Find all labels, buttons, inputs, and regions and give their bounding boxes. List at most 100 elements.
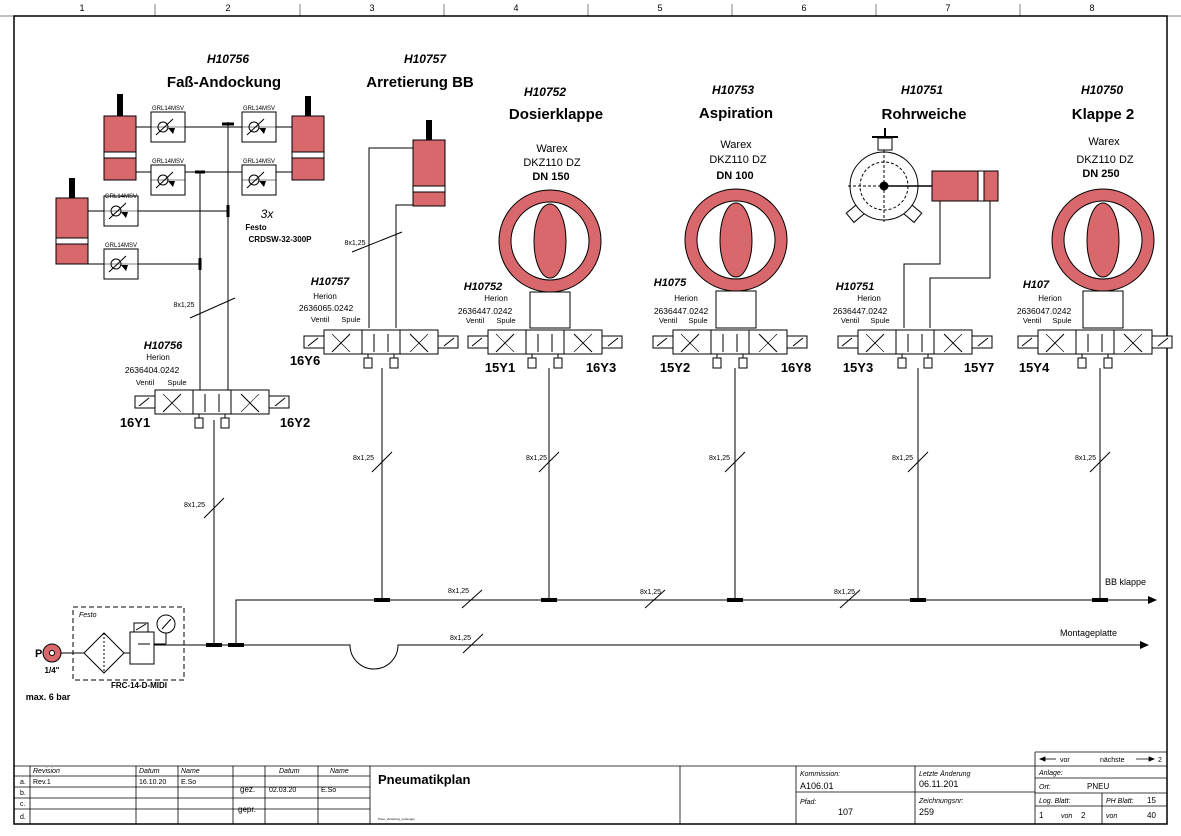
- valve-tag: H10757: [311, 276, 350, 288]
- actuator-model: DKZ110 DZ: [523, 157, 581, 169]
- valve-part: 2636047.0242: [1017, 306, 1072, 316]
- unit-title: Klappe 2: [1072, 106, 1135, 123]
- pipe-label: 8x1,25: [709, 455, 730, 462]
- valve-make: Herion: [313, 292, 337, 301]
- unit-arretierung: H10757 Arretierung BB 8x1,25 H10757 Heri…: [290, 52, 474, 369]
- valve-make: Herion: [857, 294, 881, 303]
- svg-text:Anlage:: Anlage:: [1038, 770, 1063, 777]
- line-label-upper: BB klappe: [1105, 577, 1146, 587]
- air-supply-unit: P 1/4" max. 6 bar Festo FRC-14-D-MIDI: [26, 606, 206, 702]
- actuator-model: DKZ110 DZ: [1076, 154, 1134, 166]
- title-block: [14, 751, 1167, 824]
- svg-text:15: 15: [1147, 796, 1156, 805]
- valve-spule: Spule: [496, 316, 515, 325]
- unit-fass-andockung: H10756 Faß-Andockung GRL14MSV GRL14MSV G…: [55, 52, 325, 645]
- svg-text:E.So: E.So: [181, 779, 196, 786]
- pipe-label: 8x1,25: [448, 588, 469, 595]
- throttle-valve: GRL14MSV: [241, 106, 277, 143]
- coil-label: 16Y2: [280, 415, 310, 430]
- svg-text:06.11.201: 06.11.201: [919, 779, 958, 789]
- pipe-diverter: [845, 128, 934, 224]
- svg-text:Datum: Datum: [279, 768, 300, 775]
- unit-tag: H10751: [901, 83, 943, 97]
- supply-pressure: max. 6 bar: [26, 692, 71, 702]
- throttle-valve: GRL14MSV: [241, 159, 277, 196]
- actuator-model: DKZ110 DZ: [709, 154, 767, 166]
- unit-rohrweiche: H10751 Rohrweiche H10751 Herion 2636447.…: [833, 83, 999, 375]
- svg-text:107: 107: [838, 807, 853, 817]
- column-marker: 3: [369, 3, 374, 13]
- valve-tag: H107: [1023, 279, 1050, 291]
- pipe-label: 8x1,25: [353, 455, 374, 462]
- valve-tag: H1075: [654, 277, 687, 289]
- svg-text:GRL14MSV: GRL14MSV: [105, 243, 137, 249]
- valve-spule: Spule: [167, 378, 186, 387]
- supply-port: P: [35, 648, 42, 660]
- actuator-make: Warex: [720, 139, 752, 151]
- unit-tag: H10750: [1081, 83, 1123, 97]
- valve-ventil: Ventil: [841, 316, 860, 325]
- valve-make: Herion: [674, 294, 698, 303]
- svg-text:Zeichnungsnr:: Zeichnungsnr:: [918, 798, 963, 805]
- throttle-valve: GRL14MSV: [150, 159, 186, 196]
- pipe-label: 8x1,25: [640, 589, 661, 596]
- svg-text:Datum: Datum: [139, 768, 160, 775]
- valve-part: 2636404.0242: [125, 365, 180, 375]
- cylinder: [55, 178, 89, 265]
- column-marker: 5: [657, 3, 662, 13]
- svg-text:gez.: gez.: [240, 785, 255, 794]
- svg-text:von: von: [1061, 813, 1072, 820]
- throttle-valve: GRL14MSV: [150, 106, 186, 143]
- actuator-make: Warex: [1088, 136, 1120, 148]
- coil-label: 15Y4: [1019, 360, 1050, 375]
- svg-text:1: 1: [1039, 811, 1044, 820]
- title-block-text: Revision Datum Name Datum Name a. b. c. …: [20, 757, 1162, 821]
- pipe-label: 8x1,25: [1075, 455, 1096, 462]
- unit-title: Rohrweiche: [881, 106, 966, 123]
- svg-text:A106.01: A106.01: [800, 781, 834, 791]
- svg-text:2: 2: [1081, 811, 1086, 820]
- cylinder: [412, 120, 446, 207]
- butterfly-valve: [1051, 188, 1155, 292]
- pipe-label: 8x1,25: [450, 635, 471, 642]
- tee-fittings: [206, 598, 1108, 647]
- svg-text:PH Blatt:: PH Blatt:: [1106, 798, 1134, 805]
- column-marker: 8: [1089, 3, 1094, 13]
- pipe-label: 8x1,25: [184, 502, 205, 509]
- valve-part: 2636447.0242: [654, 306, 709, 316]
- coil-label: 16Y6: [290, 353, 320, 368]
- valve-ventil: Ventil: [1023, 316, 1042, 325]
- unit-title: Aspiration: [699, 105, 773, 122]
- column-marker: 2: [225, 3, 230, 13]
- valve-make: Herion: [146, 353, 170, 362]
- pipe-label: 8x1,25: [173, 302, 194, 309]
- line-label-lower: Montageplatte: [1060, 628, 1117, 638]
- valve-spule: Spule: [341, 315, 360, 324]
- butterfly-valve: [498, 189, 602, 293]
- svg-text:40: 40: [1147, 811, 1156, 820]
- svg-text:d.: d.: [20, 814, 26, 821]
- svg-text:GRL14MSV: GRL14MSV: [243, 159, 275, 165]
- unit-klappe-2: H10750 Klappe 2 Warex DKZ110 DZ DN 250 H…: [1017, 83, 1173, 375]
- cylinder-model: CRDSW-32-300P: [249, 235, 313, 244]
- valve-spule: Spule: [1052, 316, 1071, 325]
- pipe-label: 8x1,25: [834, 589, 855, 596]
- column-marker: 4: [513, 3, 518, 13]
- coil-label: 16Y1: [120, 415, 150, 430]
- coil-label: 15Y7: [964, 360, 994, 375]
- unit-tag: H10752: [524, 85, 566, 99]
- nominal-size: DN 250: [1082, 168, 1119, 180]
- quantity-note: 3x: [261, 207, 275, 221]
- supply-thread: 1/4": [45, 666, 60, 675]
- svg-text:259: 259: [919, 807, 934, 817]
- drawing-frame: [13, 15, 1168, 825]
- supply-lines: [190, 368, 1148, 670]
- svg-text:nächste: nächste: [1100, 757, 1125, 764]
- svg-text:Pfad:: Pfad:: [800, 799, 816, 806]
- svg-text:c.: c.: [20, 801, 26, 808]
- svg-text:E.So: E.So: [321, 787, 336, 794]
- valve-tag: H10756: [144, 340, 183, 352]
- unit-title: Arretierung BB: [366, 74, 474, 91]
- unit-dosierklappe: H10752 Dosierklappe Warex DKZ110 DZ DN 1…: [458, 85, 623, 375]
- nominal-size: DN 100: [716, 170, 753, 182]
